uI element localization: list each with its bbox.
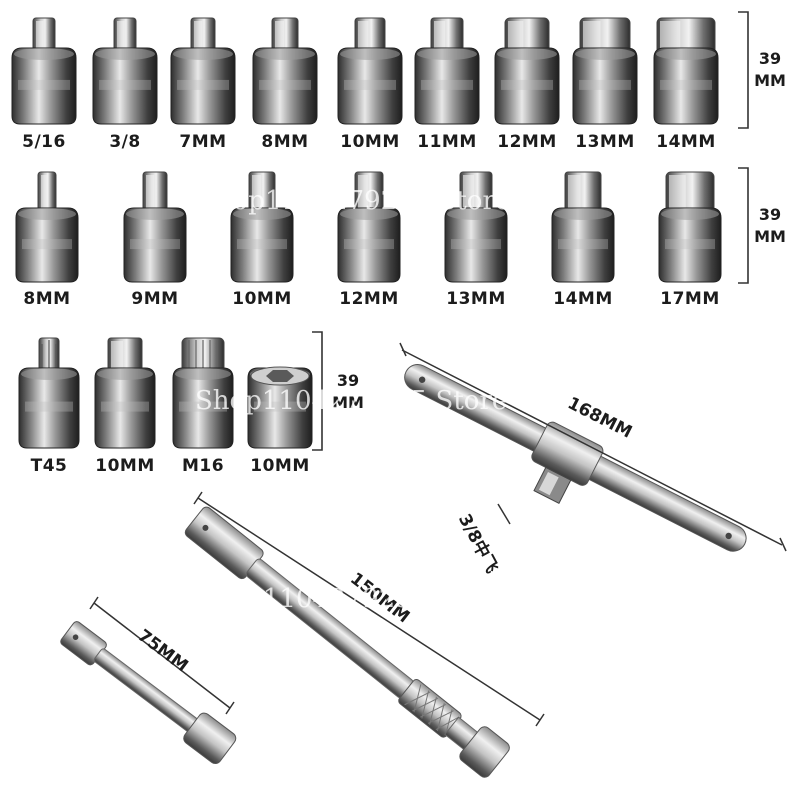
row2-label-6: 17MM — [660, 289, 720, 309]
row2-socket-1 — [123, 171, 187, 283]
row1-label-2: 7MM — [179, 132, 227, 152]
extension-long-bar — [184, 506, 510, 778]
row3-socket-3 — [247, 366, 313, 449]
row3-label-1: 10MM — [95, 456, 155, 476]
row1-label-8: 14MM — [656, 132, 716, 152]
row3-dimension: 39 MM — [326, 370, 370, 414]
row1-label-7: 13MM — [575, 132, 635, 152]
row3-socket-1 — [94, 337, 156, 449]
row1-label-4: 10MM — [340, 132, 400, 152]
row2-label-5: 14MM — [553, 289, 613, 309]
row1-dimension-value: 39 — [758, 49, 782, 68]
row1-socket-6 — [494, 17, 560, 125]
dimension-brackets — [312, 11, 749, 451]
row2-dimension: 39 MM — [748, 204, 792, 248]
row1-socket-3 — [252, 17, 318, 125]
row3-sockets — [18, 337, 313, 449]
extension-short-bar — [60, 621, 237, 765]
row3-dimension-value: 39 — [336, 371, 360, 390]
row2-socket-0 — [15, 171, 79, 283]
row2-label-2: 10MM — [232, 289, 292, 309]
row1-dimension: 39 MM — [748, 48, 792, 92]
row1-label-6: 12MM — [497, 132, 557, 152]
row2-dimension-value: 39 — [758, 205, 782, 224]
row1-socket-1 — [92, 17, 158, 125]
row1-socket-0 — [11, 17, 77, 125]
row2-label-1: 9MM — [131, 289, 179, 309]
row3-dimension-bracket — [312, 331, 323, 451]
row1-sockets — [11, 17, 719, 125]
row1-label-1: 3/8 — [109, 132, 141, 152]
row2-dimension-unit: MM — [754, 227, 786, 246]
row1-label-0: 5/16 — [22, 132, 66, 152]
row3-label-2: M16 — [181, 456, 225, 476]
row3-label-0: T45 — [30, 456, 68, 476]
row2-socket-6 — [658, 171, 722, 283]
extension-long-dimension-line — [193, 491, 545, 727]
row1-socket-5 — [414, 17, 480, 125]
row2-socket-3 — [337, 171, 401, 283]
row2-label-3: 12MM — [339, 289, 399, 309]
t-handle-bar — [404, 363, 747, 552]
row1-socket-4 — [337, 17, 403, 125]
row2-dimension-bracket — [738, 167, 749, 284]
row1-socket-7 — [572, 17, 638, 125]
row2-socket-5 — [551, 171, 615, 283]
t-handle-dimension-line — [399, 342, 787, 552]
extension-short-dimension-line — [89, 596, 235, 715]
row2-socket-2 — [230, 171, 294, 283]
row3-socket-2 — [172, 337, 234, 449]
row3-socket-0 — [18, 337, 80, 449]
row1-socket-2 — [170, 17, 236, 125]
row1-dimension-unit: MM — [754, 71, 786, 90]
row3-dimension-unit: MM — [332, 393, 364, 412]
row1-socket-8 — [653, 17, 719, 125]
row2-socket-4 — [444, 171, 508, 283]
row2-label-0: 8MM — [23, 289, 71, 309]
row1-label-5: 11MM — [417, 132, 477, 152]
row1-dimension-bracket — [738, 11, 749, 129]
row1-label-3: 8MM — [261, 132, 309, 152]
row2-sockets — [15, 171, 722, 283]
row3-label-3: 10MM — [250, 456, 310, 476]
row2-label-4: 13MM — [446, 289, 506, 309]
